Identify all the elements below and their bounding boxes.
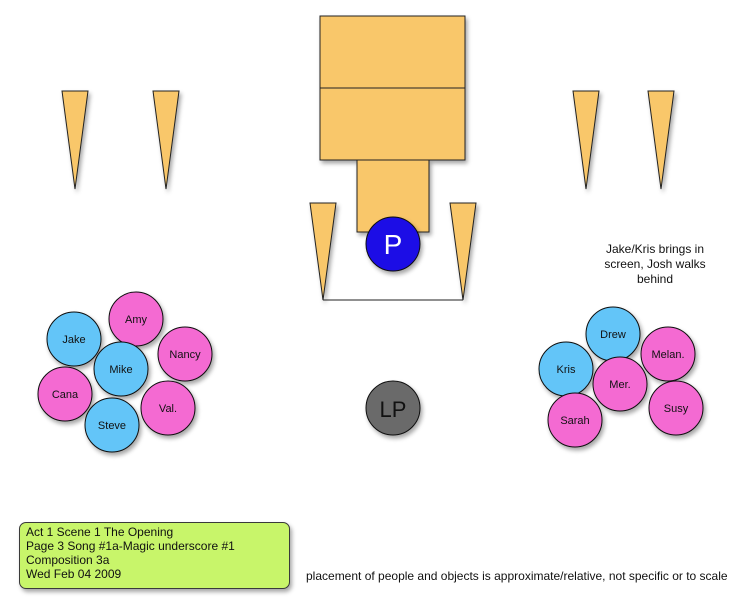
actor-circle — [592, 356, 648, 412]
right-actor: Melan. — [640, 326, 696, 382]
actor-name: Steve — [98, 420, 126, 432]
right-actor: Kris — [538, 341, 594, 397]
lp-marker — [365, 380, 421, 436]
wedge-left-2 — [152, 90, 180, 190]
actor-circle — [547, 392, 603, 448]
left-actor: Nancy — [157, 326, 213, 382]
actor-name: Mike — [109, 364, 132, 376]
actor-name: Melan. — [651, 349, 684, 361]
stage-note: Jake/Kris brings in screen, Josh walks b… — [604, 242, 705, 286]
actor-name: Mer. — [609, 379, 630, 391]
left-actor: Mike — [93, 341, 149, 397]
wedge-center-left — [309, 202, 337, 301]
actor-name: Drew — [600, 329, 626, 341]
actor-circle — [648, 380, 704, 436]
scene-info-composition: Composition 3a — [26, 553, 110, 567]
actor-circle — [157, 326, 213, 382]
scale-disclaimer: placement of people and objects is appro… — [306, 569, 728, 583]
actor-circle — [84, 397, 140, 453]
actor-circle — [140, 380, 196, 436]
wedge-right-1 — [572, 90, 600, 190]
piano-label: P — [384, 229, 403, 260]
actor-name: Jake — [62, 334, 85, 346]
actor-name: Sarah — [560, 415, 589, 427]
actor-name: Susy — [664, 403, 689, 415]
actor-name: Amy — [125, 314, 148, 326]
left-actor: Jake — [46, 311, 102, 367]
left-actor: Steve — [84, 397, 140, 453]
actor-name: Val. — [159, 403, 177, 415]
left-actor: Val. — [140, 380, 196, 436]
scene-info-box: Act 1 Scene 1 The Opening Page 3 Song #1… — [19, 522, 290, 589]
actor-name: Cana — [52, 389, 79, 401]
actor-circle — [46, 311, 102, 367]
right-actor: Mer. — [592, 356, 648, 412]
note-line-2: screen, Josh walks — [604, 257, 705, 271]
actor-circle — [37, 366, 93, 422]
scene-info-date: Wed Feb 04 2009 — [26, 567, 122, 581]
right-actor: Drew — [585, 306, 641, 362]
note-line-3: behind — [637, 272, 673, 286]
note-line-1: Jake/Kris brings in — [606, 242, 704, 256]
right-actor: Sarah — [547, 392, 603, 448]
wedge-left-1 — [61, 90, 89, 190]
actor-name: Kris — [557, 364, 576, 376]
left-actor: Amy — [108, 291, 164, 347]
lp-label: LP — [380, 397, 407, 422]
piano-marker — [365, 216, 421, 272]
actor-circle — [93, 341, 149, 397]
actor-name: Nancy — [169, 349, 201, 361]
actor-circle — [640, 326, 696, 382]
right-actor: Susy — [648, 380, 704, 436]
scene-info-act: Act 1 Scene 1 The Opening — [26, 525, 174, 539]
wedges — [61, 90, 675, 301]
wedge-right-2 — [647, 90, 675, 190]
center-platform — [319, 15, 466, 233]
platform-lower — [319, 87, 466, 161]
platform-upper — [319, 15, 466, 89]
scene-info-song: Page 3 Song #1a-Magic underscore #1 — [26, 539, 235, 553]
left-actor: Cana — [37, 366, 93, 422]
wedge-center-right — [449, 202, 477, 301]
